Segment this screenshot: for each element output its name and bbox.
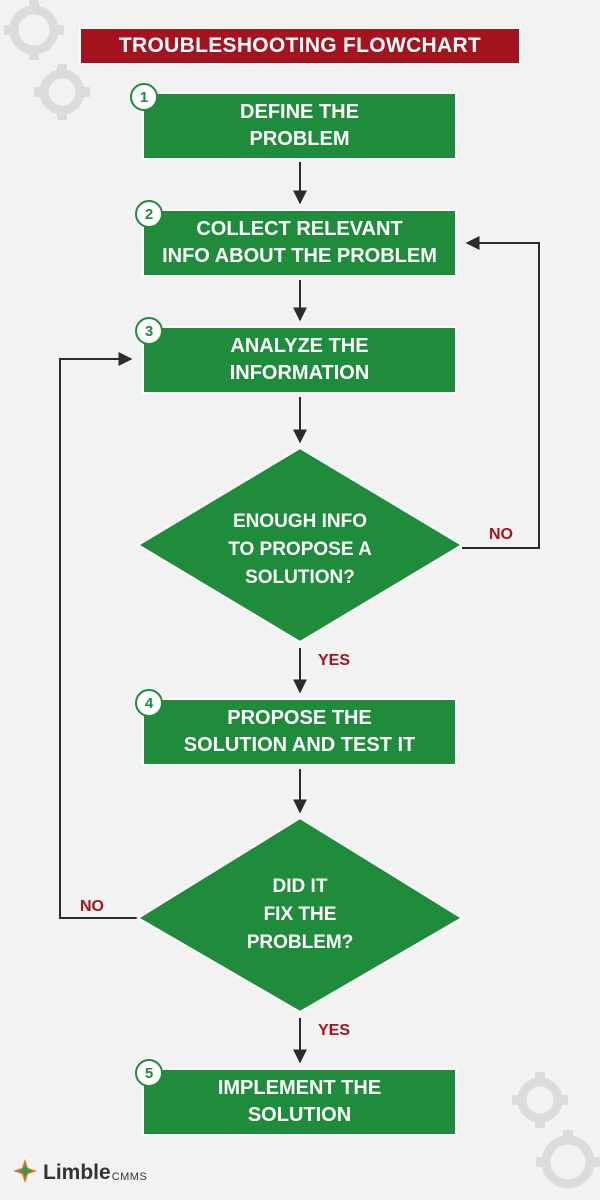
decision-2-line-3: PROBLEM? (246, 932, 354, 953)
decision-diamond-2 (136, 816, 464, 1014)
decision-2-label: DID IT FIX THE PROBLEM? (200, 873, 400, 957)
decision-1-line-1: ENOUGH INFO (232, 511, 368, 532)
step-2-line-1: COLLECT RELEVANT (196, 218, 403, 240)
decision-2-line-2: FIX THE (263, 904, 337, 925)
decision-1-yes-label: YES (318, 652, 351, 669)
arrow-decision2-no-to-step3 (59, 352, 138, 919)
step-2-number-badge: 2 (135, 200, 163, 228)
decision-1-line-3: SOLUTION? (245, 567, 355, 588)
step-3-number-badge: 3 (135, 317, 163, 345)
arrow-decision1-no-to-step2 (462, 236, 540, 549)
step-3-line-1: ANALYZE THE (230, 335, 369, 357)
step-4-number-badge: 4 (135, 689, 163, 717)
step-5-line-1: IMPLEMENT THE (217, 1077, 382, 1099)
step-analyze-information: ANALYZE THE INFORMATION (142, 326, 457, 394)
step-implement-solution: IMPLEMENT THE SOLUTION (142, 1068, 457, 1136)
step-4-line-1: PROPOSE THE (227, 707, 372, 729)
decision-1-no-label: NO (489, 526, 513, 543)
title-banner: TROUBLESHOOTING FLOWCHART (79, 27, 521, 65)
step-1-line-1: DEFINE THE (240, 101, 359, 123)
decision-2-line-1: DID IT (272, 876, 328, 897)
step-1-number-badge: 1 (130, 83, 158, 111)
limble-leaf-logo-icon (13, 1159, 37, 1183)
decision-1-label: ENOUGH INFO TO PROPOSE A SOLUTION? (200, 508, 400, 592)
step-define-problem: DEFINE THE PROBLEM (142, 92, 457, 160)
logo-suffix: CMMS (111, 1171, 148, 1183)
step-5-line-2: SOLUTION (247, 1104, 352, 1126)
step-5-number-badge: 5 (135, 1059, 163, 1087)
decision-2-yes-label: YES (318, 1022, 351, 1039)
page-title: TROUBLESHOOTING FLOWCHART (118, 34, 482, 57)
decision-2-no-label: NO (80, 898, 104, 915)
logo-wordmark: Limble (43, 1161, 111, 1184)
decision-diamond-1 (136, 446, 464, 644)
step-4-line-2: SOLUTION AND TEST IT (183, 734, 416, 756)
step-collect-info: COLLECT RELEVANT INFO ABOUT THE PROBLEM (142, 209, 457, 277)
decision-1-line-2: TO PROPOSE A (228, 539, 372, 560)
limble-logo: Limble CMMS (12, 1158, 147, 1184)
step-1-line-2: PROBLEM (249, 128, 350, 150)
step-2-line-2: INFO ABOUT THE PROBLEM (162, 245, 437, 267)
step-3-line-2: INFORMATION (229, 362, 370, 384)
step-propose-solution: PROPOSE THE SOLUTION AND TEST IT (142, 698, 457, 766)
